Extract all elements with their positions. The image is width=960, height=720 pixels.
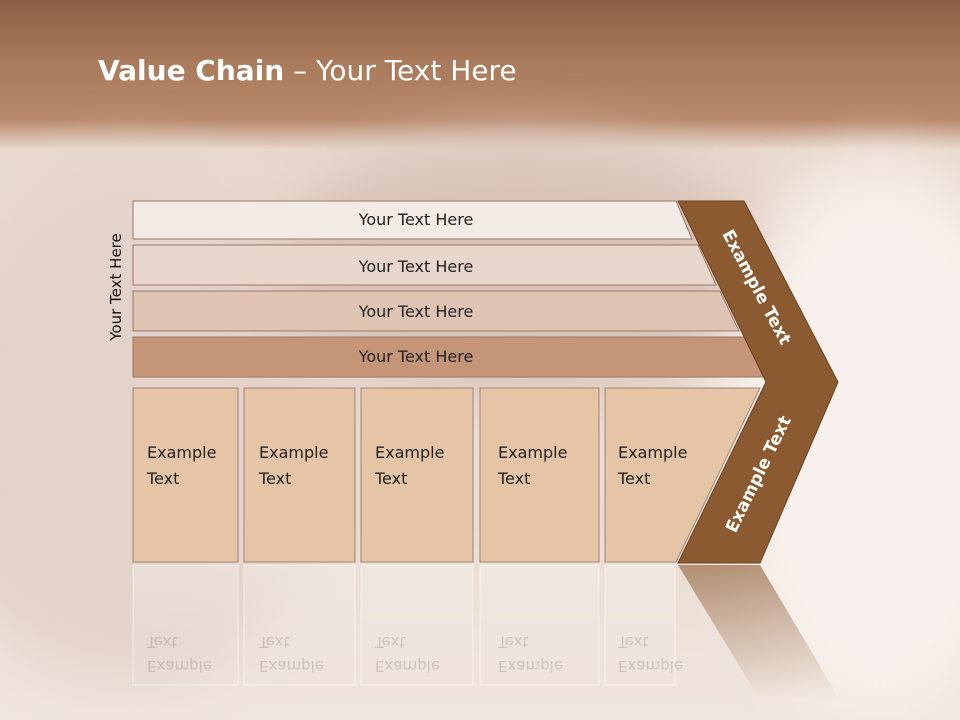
slide-title: Value Chain – Your Text Here bbox=[98, 54, 517, 87]
reflected-line: Text bbox=[147, 633, 178, 651]
reflected-column-text: Example Text bbox=[498, 630, 563, 678]
column-box-2 bbox=[243, 387, 356, 563]
reflected-line: Example bbox=[147, 657, 213, 675]
reflection bbox=[132, 564, 840, 700]
column-text-4: Example Text bbox=[498, 440, 567, 614]
reflected-line: Example bbox=[618, 657, 684, 675]
column-text-3: Example Text bbox=[375, 440, 444, 614]
row-bar-1 bbox=[132, 200, 693, 240]
column-text-line: Example bbox=[375, 443, 445, 462]
column-box-1 bbox=[132, 387, 239, 563]
column-text-line: Text bbox=[147, 469, 180, 488]
column-text-line: Text bbox=[498, 469, 531, 488]
row-text-1: Your Text Here bbox=[358, 210, 474, 229]
reflected-line: Text bbox=[259, 633, 290, 651]
column-text-line: Example bbox=[618, 443, 688, 462]
value-chain-arrow bbox=[677, 200, 839, 564]
column-box-4 bbox=[479, 387, 600, 563]
column-text-line: Example bbox=[259, 443, 329, 462]
reflected-column-text: Example Text bbox=[618, 630, 683, 678]
reflected-line: Example bbox=[375, 657, 441, 675]
column-box-3 bbox=[360, 387, 474, 563]
column-text-line: Text bbox=[618, 469, 651, 488]
column-box-5 bbox=[604, 387, 761, 563]
row-bar-3 bbox=[132, 290, 740, 332]
title-rest: – Your Text Here bbox=[284, 54, 517, 87]
row-text-3: Your Text Here bbox=[358, 302, 474, 321]
column-text-line: Text bbox=[259, 469, 292, 488]
row-text-4: Your Text Here bbox=[358, 347, 474, 366]
row-bar-2 bbox=[132, 244, 717, 286]
row-text-2: Your Text Here bbox=[358, 257, 474, 276]
column-text-line: Text bbox=[375, 469, 408, 488]
column-text-line: Example bbox=[498, 443, 568, 462]
reflected-line: Text bbox=[618, 633, 649, 651]
reflected-line: Text bbox=[498, 633, 529, 651]
column-text-line: Example bbox=[147, 443, 217, 462]
column-text-5: Example Text bbox=[618, 440, 687, 614]
reflected-column-text: Example Text bbox=[259, 630, 324, 678]
reflected-column-text: Example Text bbox=[375, 630, 440, 678]
reflected-line: Text bbox=[375, 633, 406, 651]
column-text-2: Example Text bbox=[259, 440, 328, 614]
reflected-line: Example bbox=[259, 657, 325, 675]
title-bold: Value Chain bbox=[98, 54, 285, 87]
reflected-line: Example bbox=[498, 657, 564, 675]
reflected-column-text: Example Text bbox=[147, 630, 212, 678]
column-text-1: Example Text bbox=[147, 440, 216, 614]
